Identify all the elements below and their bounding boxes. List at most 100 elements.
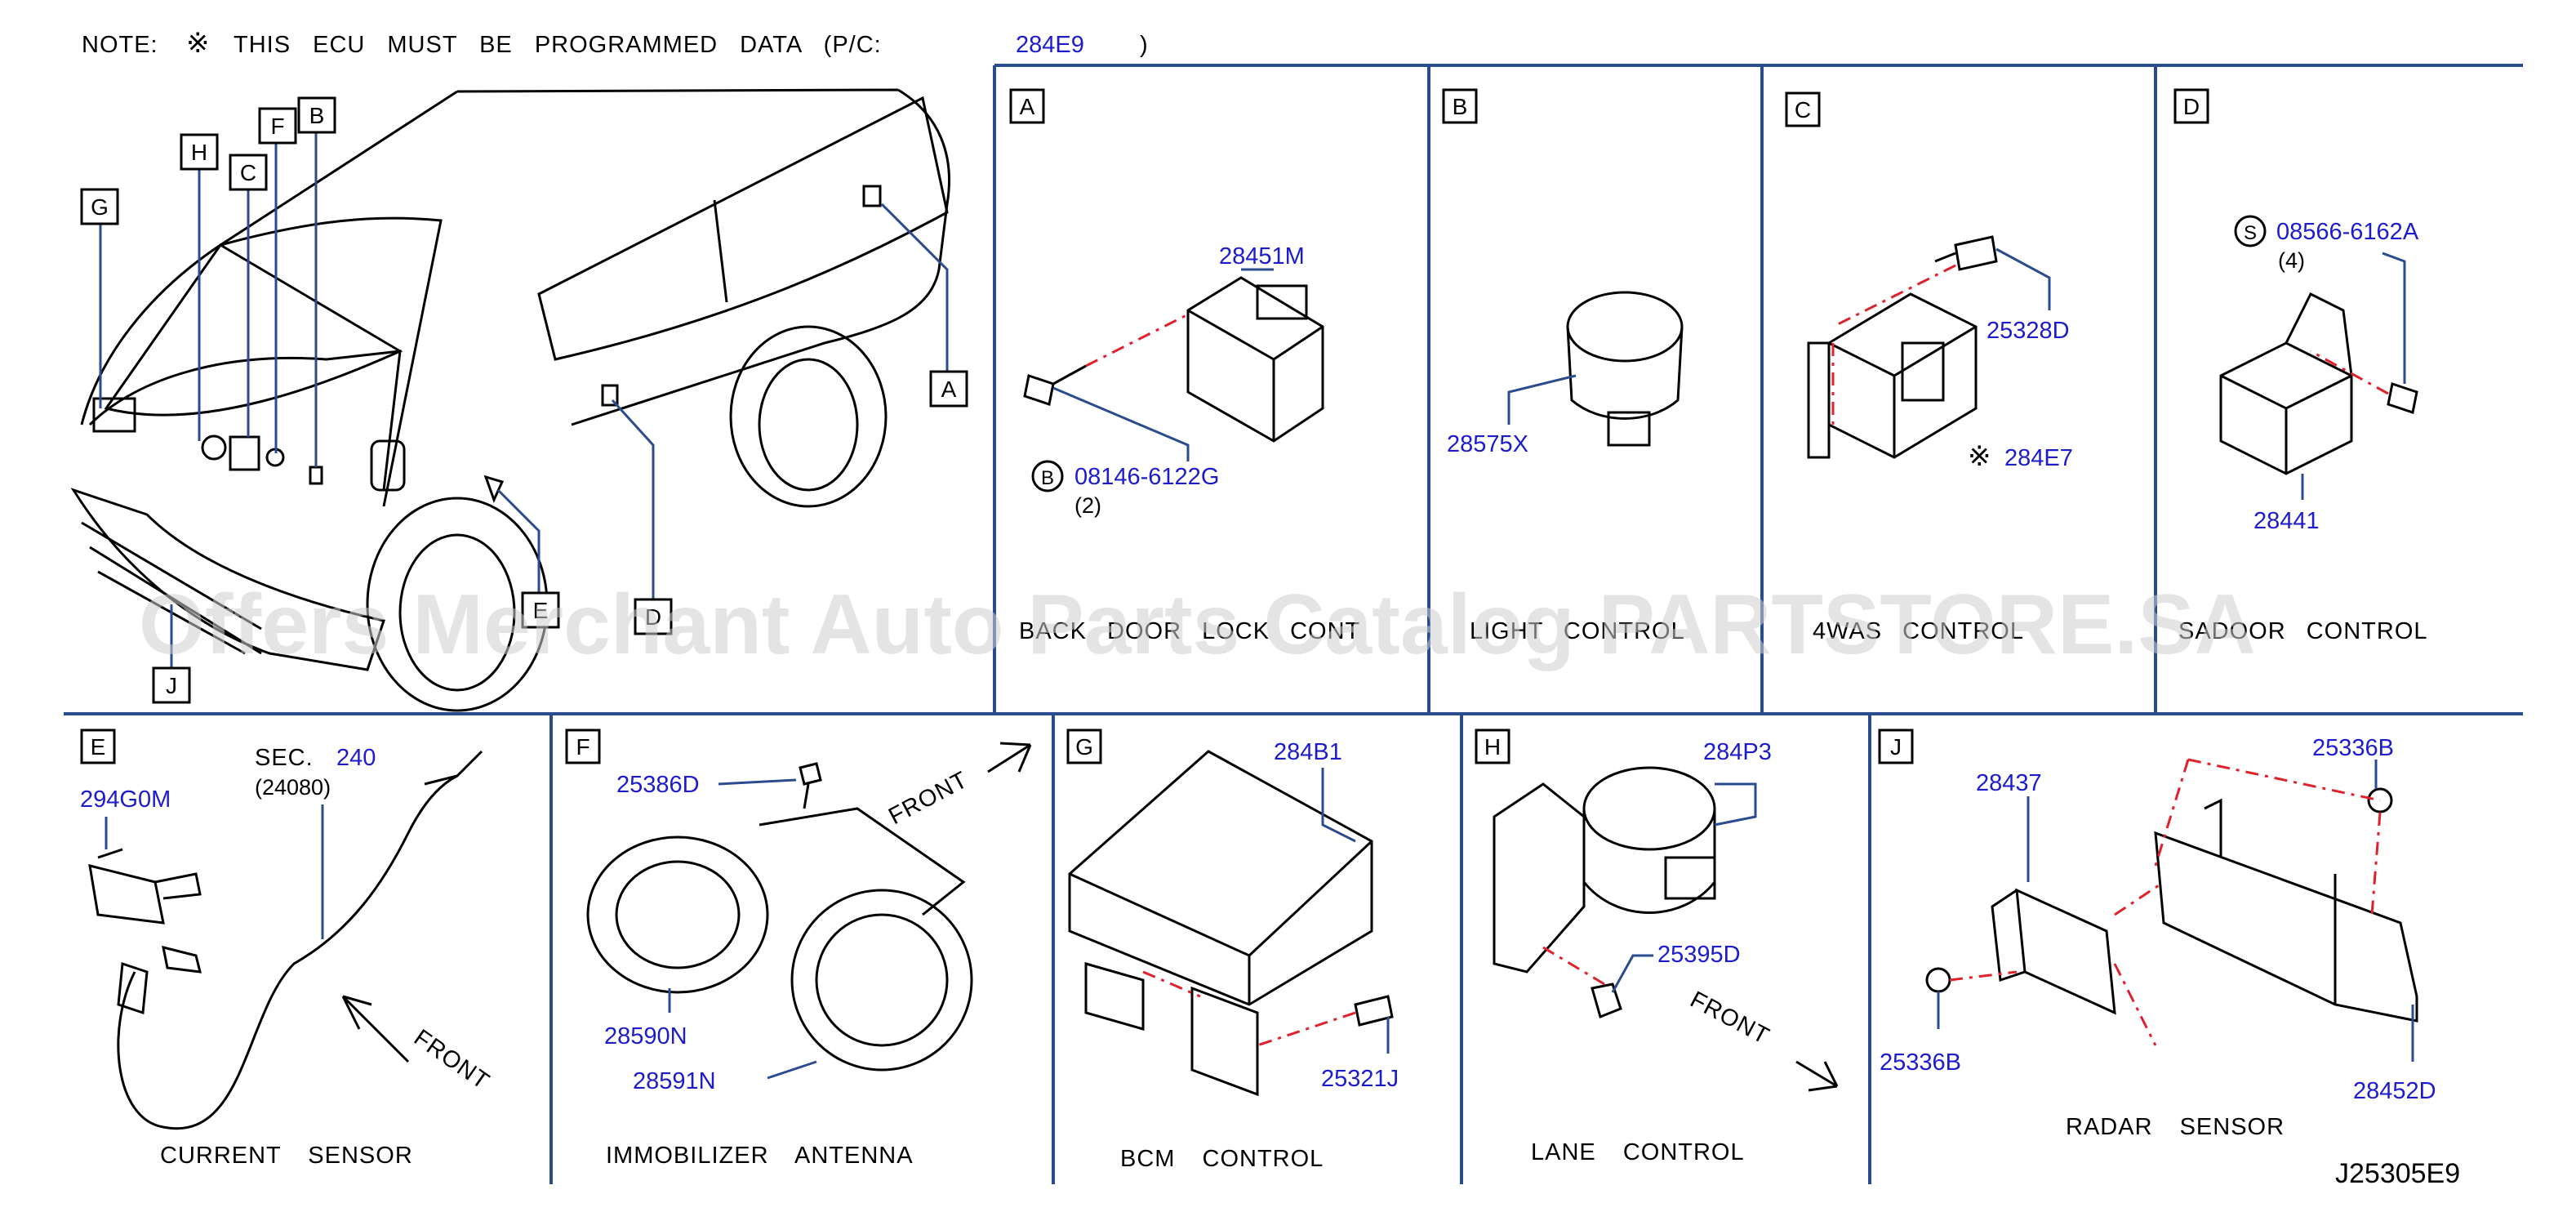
panel-b: B 28575X LIGHT CONTROL [1442,88,1684,644]
panel-d-letter: D [2183,94,2200,119]
qty-08566-6162a: (4) [2278,248,2305,273]
antenna-ring-front [790,889,973,1072]
radar-dashes [1949,758,2382,1046]
panel-f-letter: F [576,734,589,760]
lane-bracket [1493,782,1586,974]
panel-a: A 28451M B 08146-6122G (2) BACK DOOR LOC… [1009,88,1360,644]
bolt-g-dash [1257,1011,1356,1047]
note-text: THIS ECU MUST BE PROGRAMMED DATA (P/C: [234,32,882,58]
sensor-e [483,475,505,503]
van-windshield [104,243,403,417]
part-28590n[interactable]: 28590N [604,1023,687,1049]
bolt-d [2387,382,2418,414]
antenna-ring-back-inner [615,860,741,969]
lane-connector [1664,856,1716,900]
front-arrow-e [341,995,410,1063]
panel-j-letter: J [1890,734,1902,760]
panel-f: F 25386D 28590N 28591N FRONT IMMOBILIZER… [565,729,1032,1169]
leader-25386d [718,778,797,786]
part-284b1[interactable]: 284B1 [1274,739,1342,765]
part-25328d[interactable]: 25328D [1987,318,2070,344]
lock-control-unit [1186,276,1324,443]
callout-b[interactable]: B [309,103,325,128]
callout-a[interactable]: A [941,377,957,402]
4was-connector [1901,341,1945,402]
mark-284e7: ※ [1968,441,1992,472]
part-284p3[interactable]: 284P3 [1703,739,1772,765]
panel-h-letter: H [1484,734,1501,760]
panel-a-letter: A [1020,94,1035,119]
part-25395d[interactable]: 25395D [1657,942,1741,968]
antenna-ring-back [586,835,769,994]
part-28451m[interactable]: 28451M [1219,243,1305,270]
note-mark: ※ [186,28,211,59]
panel-e-letter: E [91,734,106,760]
part-28591n[interactable]: 28591N [633,1068,716,1094]
caption-d: SADOOR CONTROL [2178,618,2428,644]
part-28575x[interactable]: 28575X [1447,431,1528,457]
screw-h-dash [1542,946,1605,986]
callout-f[interactable]: F [270,114,284,139]
light-sensor-plug [1607,411,1651,447]
bcm-bracket [1084,962,1259,1097]
part-25336b-top[interactable]: 25336B [2312,735,2394,761]
note-close: ) [1140,32,1149,58]
part-08566-6162a[interactable]: 08566-6162A [2276,219,2419,245]
panel-g-letter: G [1075,734,1093,760]
part-294g0m[interactable]: 294G0M [80,786,171,813]
panel-borders [64,64,2523,1184]
front-e: FRONT [409,1025,494,1095]
antenna-housing [759,807,966,916]
part-28452d[interactable]: 28452D [2353,1078,2436,1104]
current-sensor-body [88,848,202,925]
caption-j: RADAR SENSOR [2066,1114,2285,1140]
bcm-unit [1068,750,1373,1006]
sec-number[interactable]: 240 [336,745,376,771]
watermark: Offers Merchant Auto Parts Catalog PARTS… [139,577,2256,672]
sensor-module-g [92,397,136,433]
panel-c-letter: C [1795,97,1811,123]
qty-08146-6122g: (2) [1074,493,1101,518]
panel-d: D S 08566-6162A (4) 28441 SADOOR CONTROL [2173,88,2428,644]
bolt-c-dash [1832,264,1956,328]
leader-284b1 [1321,768,1356,843]
callout-g[interactable]: G [91,194,109,220]
part-25336b-left[interactable]: 25336B [1880,1049,1961,1076]
part-28437[interactable]: 28437 [1976,770,2042,796]
part-25386d[interactable]: 25386D [616,772,700,798]
badge-s [2234,215,2267,247]
panel-h: H 284P3 25395D FRONT LANE CONTROL [1475,729,1839,1165]
leader-08566 [2382,252,2406,384]
part-284e7[interactable]: 284E7 [2004,445,2073,471]
sec-sub: (24080) [255,775,331,800]
panel-b-letter: B [1453,94,1468,119]
van-side-window [537,96,949,361]
sensor-d [601,384,619,407]
callout-d[interactable]: D [645,604,661,630]
callout-j[interactable]: J [166,673,177,698]
panel-j: J 25336B 28437 25336B 28452D RADAR SENSO… [1878,729,2436,1140]
note-prefix: NOTE: [82,32,158,58]
sensor-c [229,435,260,471]
note-line: NOTE: ※ THIS ECU MUST BE PROGRAMMED DATA… [82,28,1149,59]
part-25321j[interactable]: 25321J [1321,1066,1399,1092]
callout-h[interactable]: H [191,140,207,165]
leader-08146 [1052,386,1190,461]
sec-label: SEC. [255,745,314,771]
current-sensor-connector [117,961,149,1015]
rear-wheel [758,358,859,492]
sadoor-flange [2285,292,2353,377]
leader-28575x [1507,374,1577,425]
part-08146-6122g[interactable]: 08146-6122G [1074,464,1219,490]
4was-bracket [1807,341,1831,459]
caption-a: BACK DOOR LOCK CONT [1019,618,1360,644]
light-sensor-top [1566,291,1684,363]
callout-c[interactable]: C [240,160,256,185]
leader-25328d [1995,247,2051,310]
part-28441[interactable]: 28441 [2253,508,2320,534]
callout-e[interactable]: E [533,598,549,623]
van-body-outline [80,88,950,507]
bolt-g [1354,995,1394,1027]
note-code[interactable]: 284E9 [1016,32,1084,58]
